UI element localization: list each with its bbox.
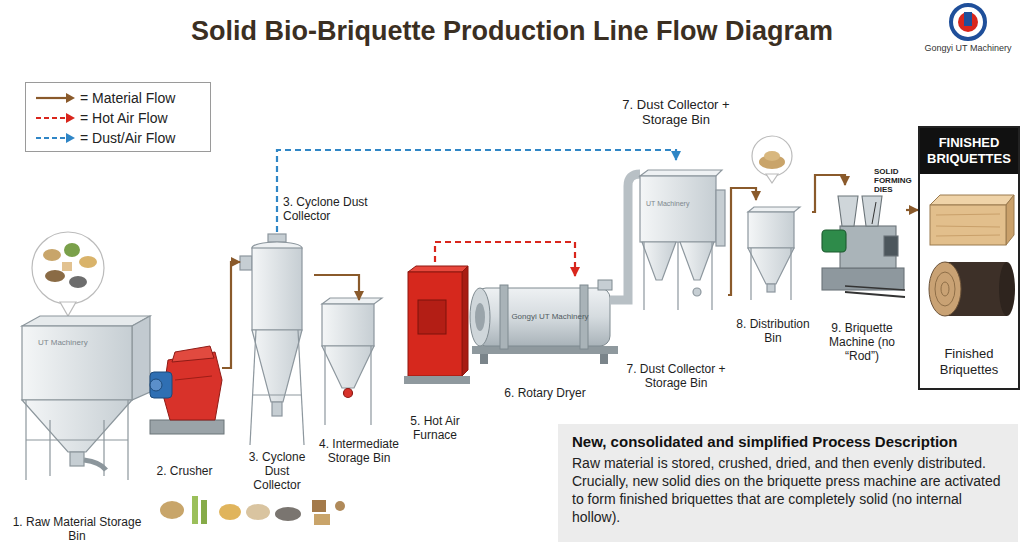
equipment-node: 6. Rotary Dryer	[470, 276, 620, 400]
equipment-label: 1. Raw Material Storage Bin	[12, 515, 142, 543]
legend-swatch	[34, 112, 76, 124]
flow-arrow	[812, 175, 845, 212]
result-panel: FINISHED BRIQUETTES Finished Briquettes	[918, 126, 1020, 390]
equipment-node: 5. Hot Air Furnace	[404, 262, 466, 442]
flow-arrow	[222, 262, 240, 368]
equipment-node: 9. Briquette Machine (no “Rod”)	[818, 185, 906, 363]
equipment-node: 3. Cyclone Dust Collector	[240, 232, 314, 492]
raw-material-bin	[22, 232, 150, 480]
briquette-pictures	[929, 195, 1015, 316]
legend-row: = Hot Air Flow	[34, 108, 202, 128]
watermark: UT Machinery	[646, 200, 712, 208]
intermediate-bin	[322, 298, 382, 425]
legend-text: = Dust/Air Flow	[80, 130, 175, 146]
panel-caption: Finished Briquettes	[920, 346, 1018, 388]
cyclone	[240, 234, 304, 445]
equipment-label: 2. Crusher	[147, 464, 222, 478]
material-icons	[160, 496, 345, 525]
equipment-node: 1. Raw Material Storage Bin	[12, 318, 142, 543]
logo	[951, 5, 985, 39]
legend-text: = Material Flow	[80, 90, 175, 106]
description-body: Raw material is stored, crushed, dried, …	[572, 454, 1004, 526]
equipment-label: 8. Distribution Bin	[734, 317, 812, 345]
equipment-node: 7. Dust Collector + Storage Bin	[624, 160, 728, 390]
legend-line	[36, 117, 67, 119]
callout-label: 7. Dust Collector + Storage Bin	[612, 98, 740, 128]
equipment-label: 6. Rotary Dryer	[470, 386, 620, 400]
flow-arrow	[728, 188, 756, 295]
flow-arrow	[277, 150, 676, 232]
panel-heading: FINISHED BRIQUETTES	[920, 128, 1018, 174]
equipment-label: 3. Cyclone Dust Collector	[240, 450, 314, 492]
equipment-label: 7. Dust Collector + Storage Bin	[624, 362, 728, 390]
flow-arrow	[906, 209, 918, 211]
legend-line	[36, 97, 67, 99]
watermark: UT Machinery	[38, 338, 118, 347]
description-box: New, consolidated and simplified Process…	[558, 424, 1018, 542]
dust-collector	[610, 170, 725, 310]
legend-arrowhead	[66, 133, 75, 143]
legend-arrowhead	[66, 93, 75, 103]
flow-arrow	[314, 275, 359, 300]
distribution-bin	[748, 136, 800, 300]
die-label: SOLID FORMING DIES	[874, 167, 918, 195]
rotary-dryer	[470, 280, 618, 364]
equipment-label: 9. Briquette Machine (no “Rod”)	[818, 321, 906, 363]
callout-label: 3. Cyclone Dust Collector	[283, 196, 375, 224]
watermark: Gongyi UT Machinery	[500, 312, 600, 321]
briquette-machine	[822, 196, 905, 297]
diagram-title: Solid Bio-Briquette Production Line Flow…	[0, 14, 1024, 48]
hot-air-furnace	[404, 266, 470, 384]
legend-row: = Material Flow	[34, 88, 202, 108]
legend-line	[36, 137, 67, 139]
legend-row: = Dust/Air Flow	[34, 128, 202, 148]
equipment-node: 4. Intermediate Storage Bin	[316, 300, 402, 465]
legend-arrowhead	[66, 113, 75, 123]
logo-text: Gongyi UT Machinery	[918, 43, 1018, 53]
crusher	[150, 346, 224, 434]
equipment-label: 5. Hot Air Furnace	[404, 414, 466, 442]
flow-arrow	[435, 242, 575, 276]
legend: = Material Flow = Hot Air Flow = Dust/Air …	[25, 82, 211, 152]
description-heading: New, consolidated and simplified Process…	[572, 432, 1004, 451]
legend-swatch	[34, 132, 76, 144]
equipment-label: 4. Intermediate Storage Bin	[316, 437, 402, 465]
equipment-node: 2. Crusher	[147, 338, 222, 478]
legend-swatch	[34, 92, 76, 104]
legend-text: = Hot Air Flow	[80, 110, 168, 126]
equipment-node: 8. Distribution Bin	[734, 200, 812, 345]
